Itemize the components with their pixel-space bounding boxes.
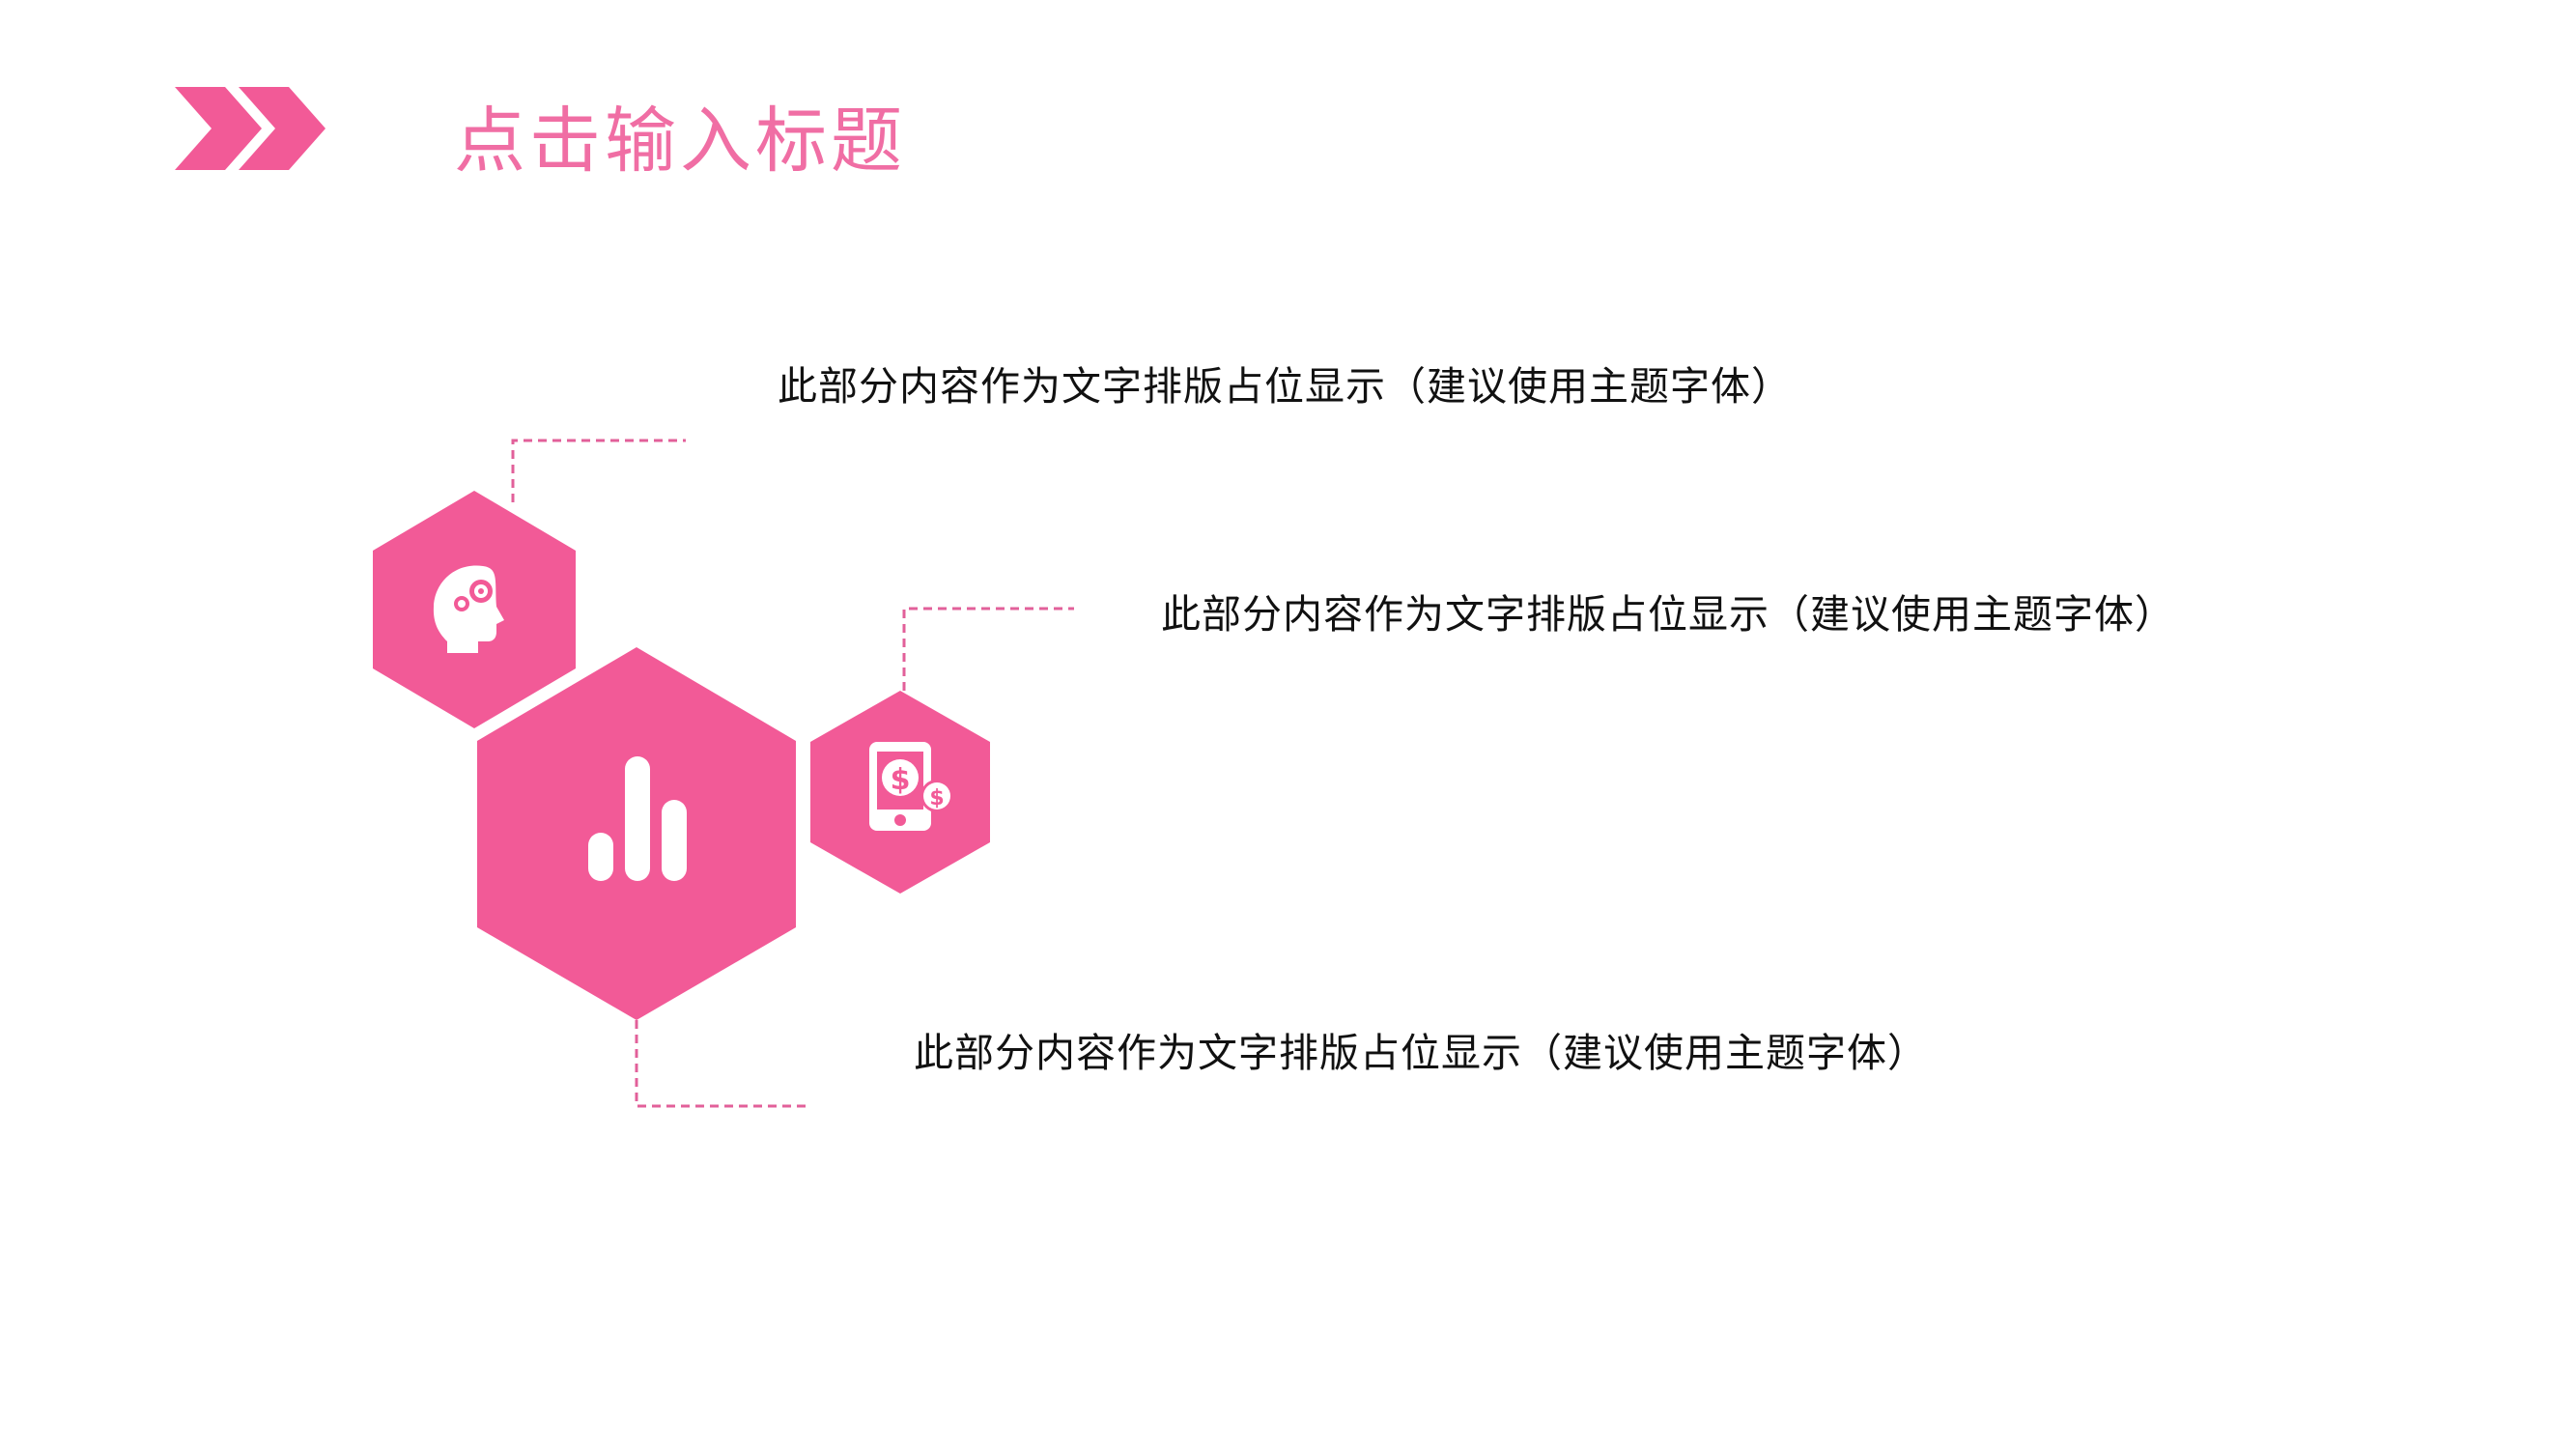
bar-chart-icon <box>588 756 687 881</box>
connector-bottom <box>635 1020 807 1108</box>
svg-text:$: $ <box>891 763 911 797</box>
caption-bottom[interactable]: 此部分内容作为文字排版占位显示（建议使用主题字体） <box>914 1030 1928 1076</box>
connector-right <box>902 607 1074 691</box>
hexagon-head-gears[interactable] <box>373 491 576 728</box>
connector-lines <box>511 439 1074 1108</box>
slide-title[interactable]: 点击输入标题 <box>454 99 906 183</box>
connector-top <box>511 439 686 502</box>
head-gears-icon <box>433 565 504 653</box>
phone-dollar-icon: $ $ <box>869 742 953 831</box>
caption-top[interactable]: 此部分内容作为文字排版占位显示（建议使用主题字体） <box>778 363 1792 410</box>
hexagon-bar-chart[interactable] <box>477 647 796 1020</box>
caption-right[interactable]: 此部分内容作为文字排版占位显示（建议使用主题字体） <box>1161 591 2175 638</box>
double-chevron-icon <box>175 87 326 170</box>
svg-text:$: $ <box>929 786 944 810</box>
hexagon-phone-dollar[interactable]: $ $ <box>810 691 990 894</box>
